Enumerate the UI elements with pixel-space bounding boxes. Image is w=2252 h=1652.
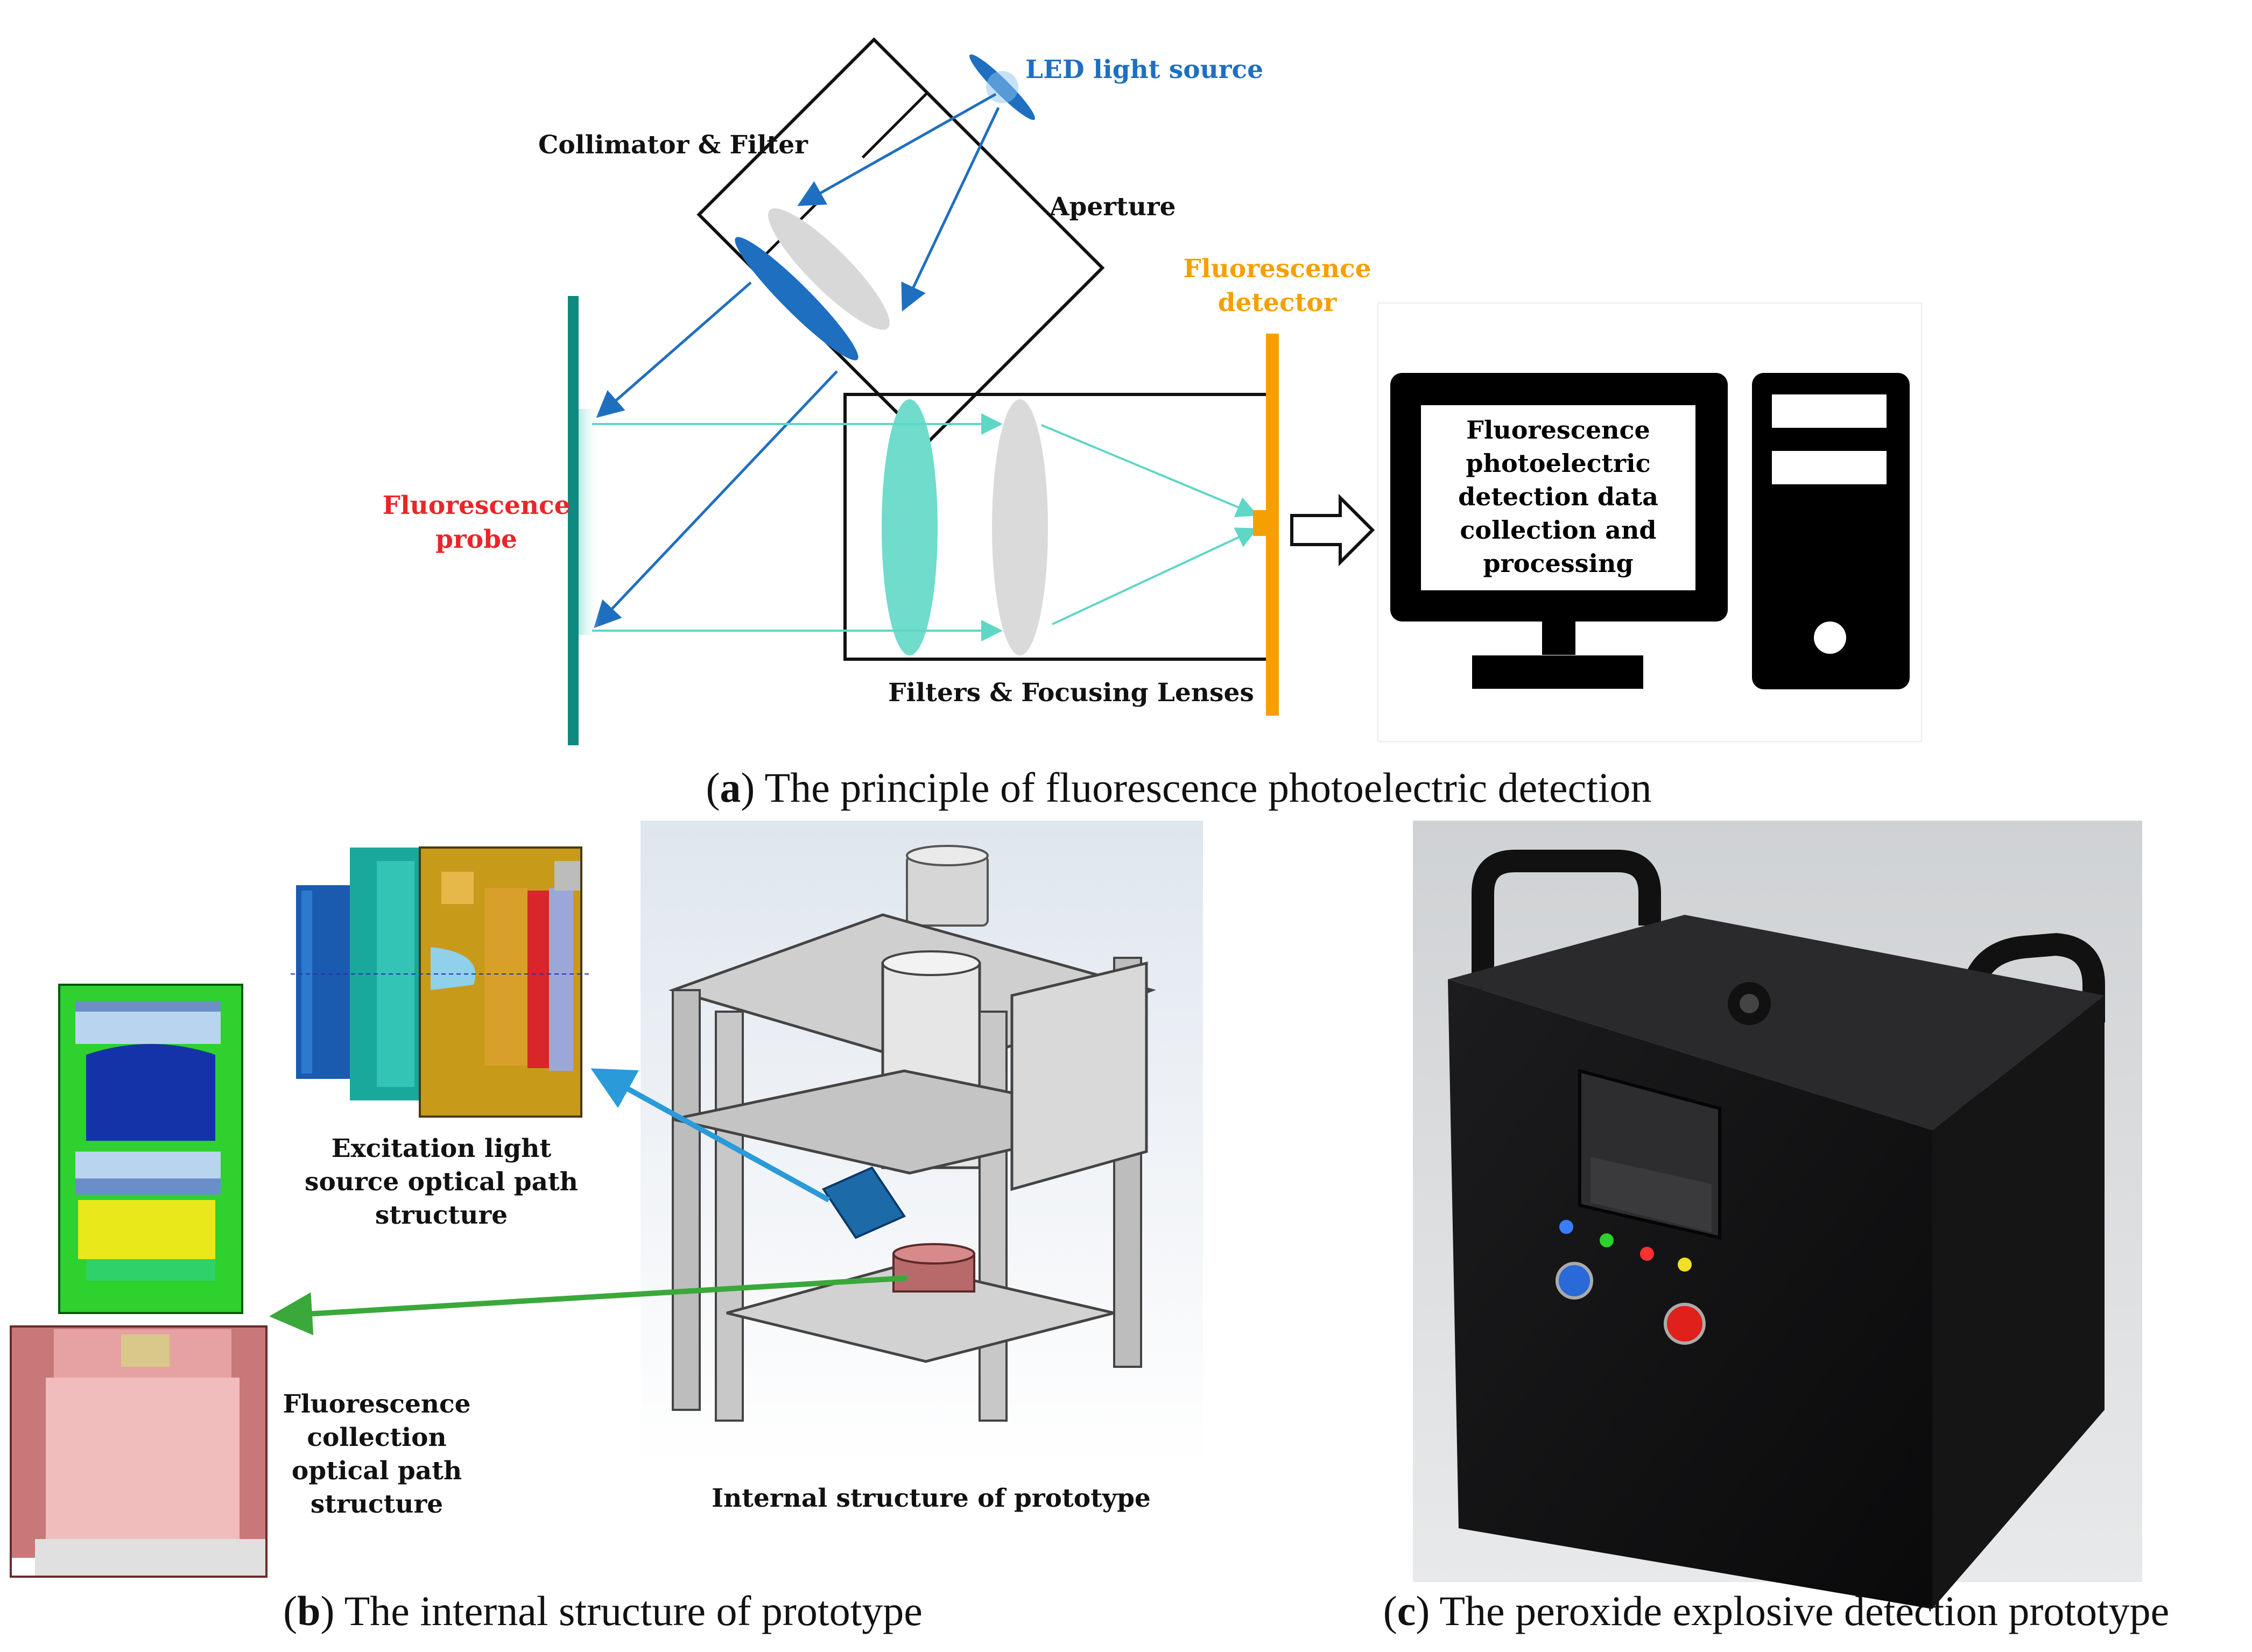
- filters-label: Filters & Focusing Lenses: [888, 678, 1254, 708]
- caption-b-letter: b: [297, 1587, 320, 1634]
- panel-b: Excitation light source optical path str…: [10, 821, 1203, 1634]
- collimator-blue-lens: [735, 237, 858, 361]
- collection-label: Fluorescence collection optical path str…: [283, 1389, 470, 1519]
- indicator-red: [1640, 1247, 1654, 1261]
- left-handle: [1472, 850, 1661, 990]
- excitation-label-line: source optical path: [305, 1167, 578, 1197]
- internal-structure-render: [641, 821, 1203, 1466]
- monitor-text-line: detection data: [1458, 482, 1658, 511]
- excite-ray-2: [594, 370, 838, 629]
- probe-label-1: Fluorescence: [382, 491, 570, 520]
- excitation-label-line: Excitation light: [332, 1134, 552, 1163]
- monitor-text-line: Fluorescence: [1466, 415, 1650, 444]
- excitation-cross-section: [291, 846, 592, 1118]
- caption-a-letter: a: [720, 764, 741, 811]
- collection-label-line: Fluorescence: [283, 1389, 470, 1419]
- monitor-text-line: processing: [1483, 549, 1633, 578]
- detector-label-2: detector: [1218, 288, 1338, 317]
- caption-c-text: ) The peroxide explosive detection proto…: [1416, 1587, 2169, 1634]
- internal-structure-label: Internal structure of prototype: [712, 1484, 1151, 1513]
- excitation-label: Excitation light source optical path str…: [305, 1134, 578, 1230]
- led-label: LED light source: [1025, 55, 1263, 84]
- probe-label-2: probe: [435, 525, 517, 554]
- collection-pointer-arrow: [269, 1275, 907, 1336]
- collection-label-line: structure: [311, 1489, 443, 1519]
- led-ray-1: [797, 93, 997, 206]
- blue-push-button[interactable]: [1556, 1262, 1593, 1300]
- monitor-text-line: photoelectric: [1466, 449, 1650, 478]
- caption-b-text: ) The internal structure of prototype: [321, 1587, 923, 1634]
- detector-label-1: Fluorescence: [1183, 254, 1371, 284]
- caption-b: (b) The internal structure of prototype: [283, 1587, 923, 1634]
- monitor-text-line: collection and: [1460, 516, 1656, 545]
- indicator-blue: [1559, 1220, 1573, 1234]
- focus-ray-bottom: [1052, 527, 1258, 625]
- focus-ray-top: [1041, 424, 1258, 518]
- caption-c: (c) The peroxide explosive detection pro…: [1383, 1587, 2170, 1634]
- excitation-label-line: structure: [375, 1201, 508, 1230]
- indicator-green: [1600, 1233, 1614, 1247]
- fluorescence-probe-bar: [568, 296, 579, 745]
- caption-c-letter: c: [1397, 1587, 1416, 1634]
- aperture-label: Aperture: [1049, 192, 1176, 222]
- prototype-front-face: [1448, 979, 1932, 1609]
- red-push-button[interactable]: [1664, 1303, 1706, 1345]
- panel-c: (c) The peroxide explosive detection pro…: [1383, 821, 2170, 1634]
- panel-a: LED light source Collimator & Filter Ape…: [382, 37, 1923, 811]
- collimator-housing: [696, 37, 1105, 446]
- collection-label-line: collection: [307, 1423, 446, 1452]
- collimator-grey-lens: [768, 208, 890, 330]
- excitation-pointer-arrow: [590, 1068, 831, 1203]
- cyan-filter-lens: [882, 399, 938, 655]
- grey-focus-lens: [992, 399, 1048, 655]
- caption-a: (a) The principle of fluorescence photoe…: [706, 764, 1651, 811]
- indicator-yellow: [1678, 1258, 1692, 1272]
- caption-a-text: ) The principle of fluorescence photoele…: [741, 764, 1651, 811]
- excite-ray-1: [596, 281, 752, 418]
- monitor-text: Fluorescence photoelectric detection dat…: [1458, 415, 1658, 578]
- collimator-label: Collimator & Filter: [538, 130, 808, 160]
- collection-label-line: optical path: [292, 1456, 462, 1486]
- fluorescence-detector-bar: [1266, 334, 1279, 716]
- collection-cross-section: [10, 984, 268, 1578]
- to-computer-arrow: [1290, 493, 1375, 567]
- led-ray-2: [901, 107, 1000, 312]
